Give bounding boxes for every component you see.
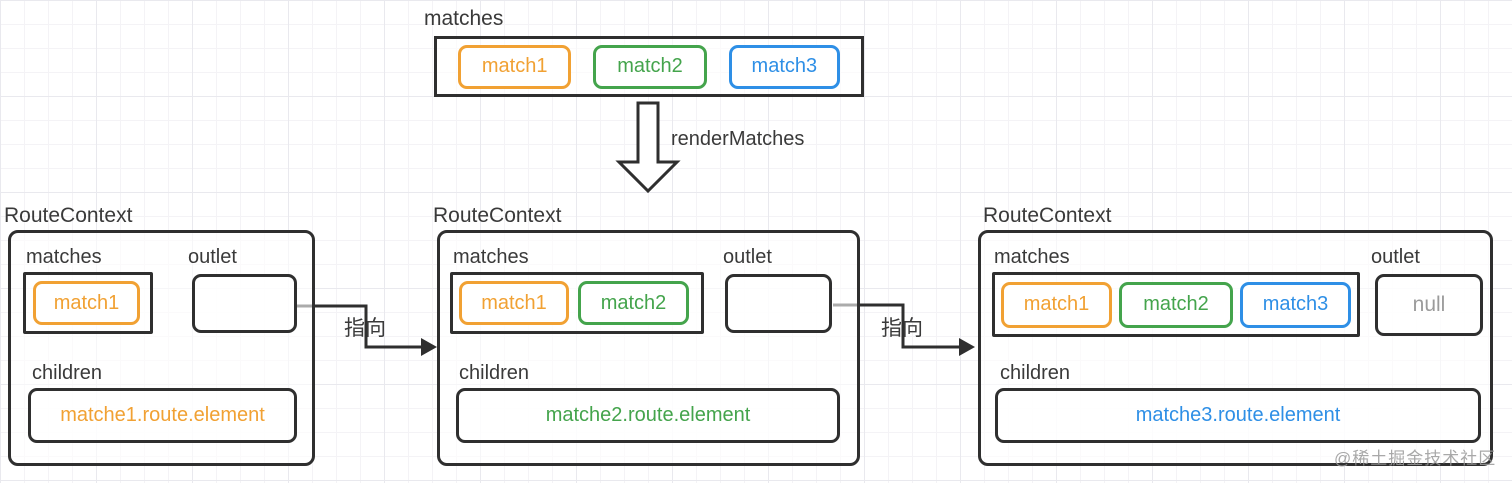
route-context-box: matches match1 match2 outlet children ma… xyxy=(437,230,860,466)
route-context-title: RouteContext xyxy=(4,204,133,227)
match3-node: match3 xyxy=(728,44,840,89)
watermark: @稀土掘金技术社区 xyxy=(1334,449,1497,468)
matches-label: matches xyxy=(26,246,102,268)
match2-node: match2 xyxy=(1119,281,1233,328)
outlet-label: outlet xyxy=(1371,246,1420,268)
match1-node: match1 xyxy=(458,44,572,89)
outlet-label: outlet xyxy=(723,246,772,268)
top-matches-box: match1 match2 match3 xyxy=(434,36,864,97)
route-context-2: RouteContext matches match1 match2 outle… xyxy=(430,204,865,468)
matches-container: match1 match2 xyxy=(450,272,704,334)
outlet-box xyxy=(725,274,832,333)
route-context-box: matches match1 outlet children matche1.r… xyxy=(8,230,315,466)
match2-node: match2 xyxy=(578,281,689,325)
route-context-1: RouteContext matches match1 outlet child… xyxy=(4,204,324,468)
match1-node: match1 xyxy=(1001,281,1113,328)
children-box: matche1.route.element xyxy=(28,388,297,443)
top-matches-label: matches xyxy=(424,7,504,30)
route-context-title: RouteContext xyxy=(433,204,562,227)
children-label: children xyxy=(32,362,103,384)
children-label: children xyxy=(1000,362,1071,384)
match1-node: match1 xyxy=(33,281,140,325)
children-box: matche3.route.element xyxy=(995,388,1481,443)
children-box: matche2.route.element xyxy=(456,388,840,443)
match1-node: match1 xyxy=(459,281,569,325)
outlet-label: outlet xyxy=(188,246,237,268)
matches-label: matches xyxy=(453,246,529,268)
matches-container: match1 match2 match3 xyxy=(992,272,1360,337)
route-context-title: RouteContext xyxy=(983,204,1112,227)
route-context-box: matches match1 match2 match3 outlet null… xyxy=(978,230,1493,466)
matches-container: match1 xyxy=(23,272,153,334)
pointer-label-2: 指向 xyxy=(881,317,923,340)
children-label: children xyxy=(459,362,530,384)
match2-node: match2 xyxy=(593,44,707,89)
route-context-3: RouteContext matches match1 match2 match… xyxy=(978,204,1498,468)
match3-node: match3 xyxy=(1240,281,1352,328)
pointer-label-1: 指向 xyxy=(344,317,386,340)
outlet-box xyxy=(192,274,297,333)
down-arrow-icon xyxy=(615,101,681,194)
matches-label: matches xyxy=(994,246,1070,268)
outlet-box: null xyxy=(1375,274,1483,336)
render-matches-label: renderMatches xyxy=(671,128,805,150)
